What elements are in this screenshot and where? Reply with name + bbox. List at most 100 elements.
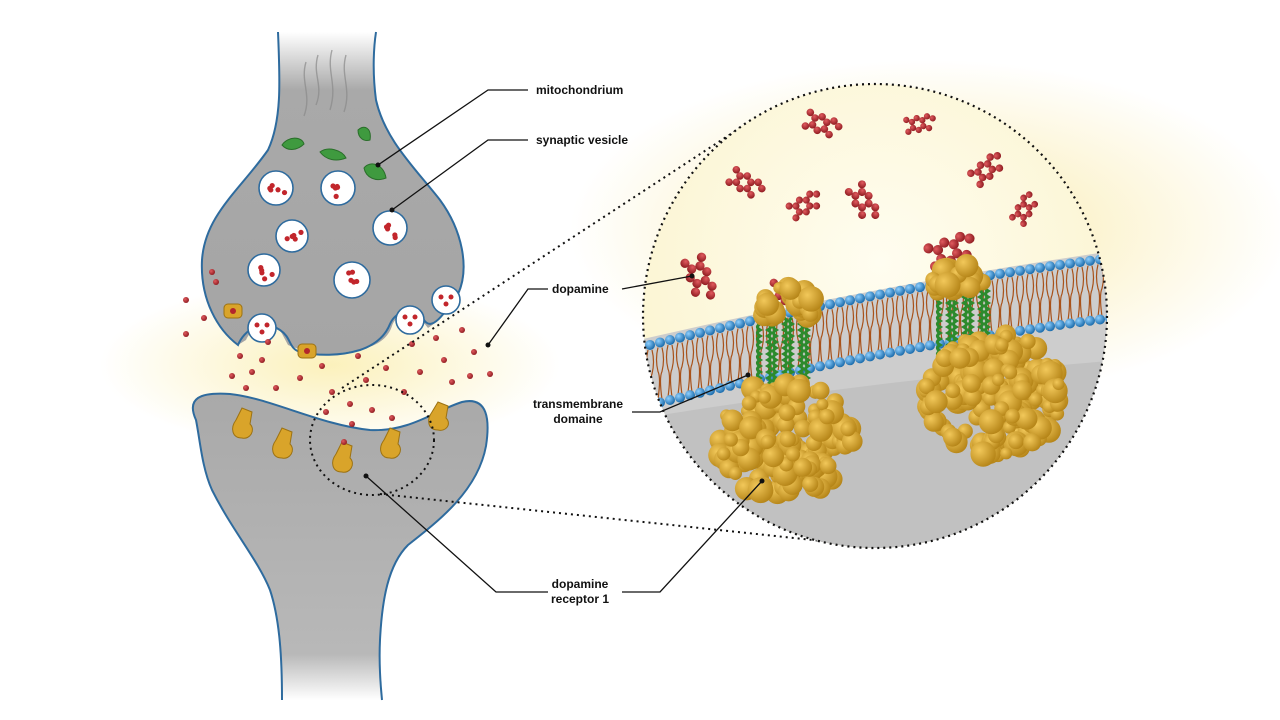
lipid-head (855, 293, 865, 304)
atom (732, 165, 741, 174)
vesicle-dopamine (254, 322, 260, 328)
receptor-body-left (708, 276, 863, 505)
lipid-head (1085, 315, 1095, 326)
lipid-tail (879, 299, 885, 352)
lipid-tail (835, 307, 841, 360)
atom (1014, 204, 1022, 211)
synaptic-vesicles (247, 170, 461, 343)
lipid-tail (775, 319, 781, 372)
atom (993, 152, 1002, 160)
vesicle-dopamine (392, 232, 398, 238)
zoom-circle-outline (641, 82, 1109, 550)
atom (802, 196, 810, 204)
vesicle-dopamine (259, 329, 265, 335)
atom (795, 208, 803, 216)
axon-filaments (303, 49, 348, 117)
atom (743, 184, 752, 193)
lipid-head (655, 337, 665, 348)
lipid-tail (889, 297, 895, 350)
residue (779, 430, 796, 448)
dopamine-dot (323, 409, 329, 415)
postsynaptic-dendrite (192, 393, 488, 700)
vesicle-dopamine (402, 314, 408, 320)
lipid-tail (1045, 271, 1051, 324)
atom (923, 243, 934, 254)
atom (871, 211, 880, 220)
residue (778, 404, 796, 422)
residue (721, 409, 744, 432)
lipid-head (665, 395, 675, 406)
label-receptor-line1: dopamine (551, 577, 609, 591)
residue (935, 349, 954, 368)
atom (964, 233, 975, 244)
lipid-head (643, 342, 645, 353)
atom (858, 188, 866, 196)
atom (705, 290, 716, 300)
lipid-head (695, 327, 705, 338)
zoom-connector-top (341, 127, 741, 389)
label-transmembrane-domaine: transmembrane domaine (528, 397, 628, 427)
lipid-head (855, 353, 865, 364)
lipid-tail (1059, 269, 1065, 322)
lipid-head (735, 318, 745, 329)
dopamine-molecule (680, 252, 717, 300)
lipid-head (915, 282, 925, 293)
lipid-head (645, 399, 655, 410)
dopamine-dot (273, 385, 279, 391)
lipid-tail (819, 311, 825, 364)
residue (811, 381, 830, 400)
atom (806, 108, 815, 117)
lipid-head (915, 342, 925, 353)
residue (949, 347, 971, 369)
atom (858, 203, 867, 212)
residue (942, 427, 962, 447)
lipid-head (835, 357, 845, 368)
vesicle-dopamine (412, 314, 418, 320)
dopamine-dot (183, 297, 189, 303)
dopamine-dot (265, 339, 271, 345)
label-receptor-line2: receptor 1 (550, 592, 610, 606)
residue (923, 411, 944, 432)
atom (871, 203, 880, 212)
vesicle-dopamine (383, 224, 390, 230)
lipid-head (845, 295, 855, 306)
atom (834, 122, 843, 131)
mitochondria (281, 126, 387, 181)
vesicle-dopamine (348, 277, 354, 283)
atom (785, 202, 793, 210)
atom (687, 264, 697, 274)
atom (932, 244, 944, 256)
vesicle-dopamine (284, 236, 290, 242)
atom (864, 191, 873, 200)
lipid-tail (1039, 272, 1045, 325)
dopamine-dot (409, 341, 415, 347)
residue (779, 278, 802, 300)
lipid-head (905, 343, 915, 354)
atom (903, 116, 910, 124)
lipid-head (715, 323, 725, 334)
residue (970, 441, 996, 467)
atom (747, 178, 755, 187)
atom (905, 128, 912, 135)
lipid-head (745, 316, 755, 327)
dopamine-dot (297, 375, 303, 381)
dopamine-dot (349, 421, 355, 427)
lipid-tail (855, 303, 861, 356)
lipid-tail (825, 309, 831, 362)
dopamine-dot (363, 377, 369, 383)
atom (1025, 204, 1033, 211)
lipid-head (875, 289, 885, 300)
vesicle-dopamine (334, 183, 340, 190)
lipid-tail (899, 295, 905, 348)
residue (963, 387, 982, 407)
atom (806, 190, 814, 198)
lipid-head (1095, 314, 1105, 325)
fusing-vesicle (431, 285, 461, 315)
lipid-tail (709, 335, 715, 388)
label-dopamine-receptor-1: dopamine receptor 1 (540, 577, 620, 607)
atom (1025, 191, 1033, 198)
zoom-region-marker (309, 384, 435, 496)
lipid-head (1015, 325, 1025, 336)
dopamine-dot (433, 335, 439, 341)
atom (736, 172, 744, 180)
